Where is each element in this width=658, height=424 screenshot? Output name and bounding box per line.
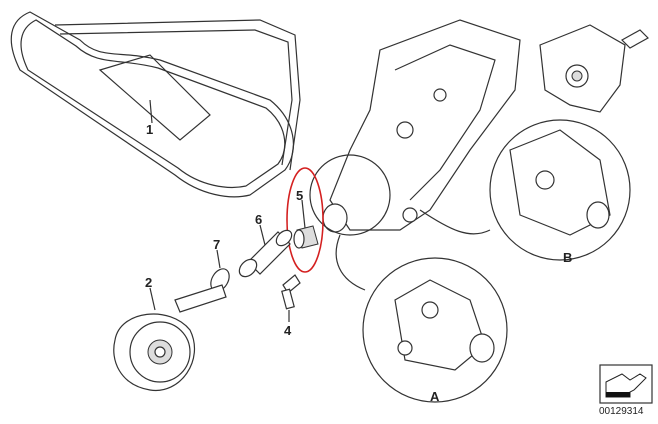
detail-label-a: A [430,389,440,404]
bushing-part-6 [238,224,293,278]
callout-5: 5 [296,188,304,203]
callout-2: 2 [145,275,153,290]
pulley-part-2 [113,284,227,392]
highlight-ellipse [286,167,324,273]
drawing-number: 00129314 [599,406,644,417]
bolt-part-4 [281,274,301,322]
detail-view-a [335,234,508,403]
sleeve-part-5 [286,167,324,273]
belt-part-1 [10,11,301,198]
bracket-housing [309,19,521,236]
callout-1: 1 [146,122,154,137]
callout-6: 6 [255,212,263,227]
detail-view-b [419,119,631,261]
tensioner-top-right [539,24,649,113]
callout-4: 4 [284,323,292,338]
callout-7: 7 [213,237,221,252]
detail-label-b: B [563,250,573,265]
drawing-symbol-icon [599,364,653,404]
